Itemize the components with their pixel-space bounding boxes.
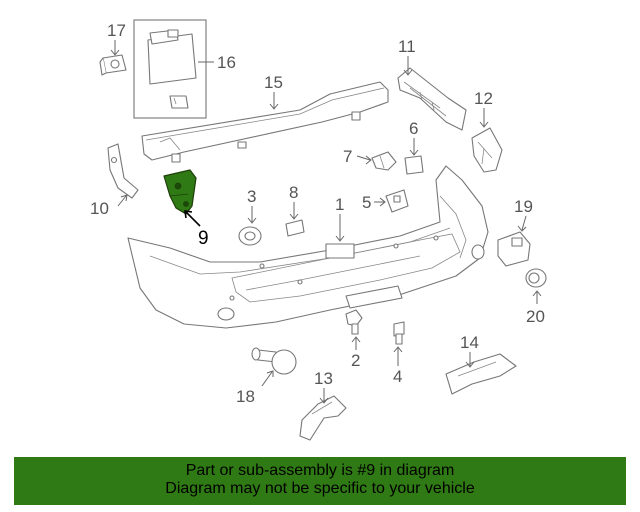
callout-20: 20 (526, 307, 545, 326)
parts-diagram: 17 16 15 11 12 6 7 5 3 8 1 10 9 19 20 2 … (90, 19, 547, 441)
callout-10: 10 (90, 199, 109, 218)
part-20-ring (525, 268, 547, 288)
part-10-bracket (107, 143, 139, 199)
callout-1: 1 (335, 195, 344, 214)
callout-18: 18 (236, 387, 255, 406)
callout-15: 15 (264, 73, 283, 92)
inset-box (133, 19, 207, 119)
info-banner: Part or sub-assembly is #9 in diagram Di… (14, 457, 626, 505)
leader-lines (110, 40, 542, 404)
callout-19: 19 (514, 197, 533, 216)
banner-line-1: Part or sub-assembly is #9 in diagram (185, 462, 455, 479)
callout-9: 9 (198, 228, 209, 249)
callout-5: 5 (362, 193, 371, 212)
part-19-sensor (497, 231, 531, 267)
part-8-clip (285, 219, 305, 237)
part-18-damper (251, 347, 297, 375)
callout-2: 2 (351, 351, 360, 370)
part-4-bolt (393, 321, 405, 345)
part-13-bracket (299, 395, 347, 441)
part-11-bracket (397, 67, 467, 131)
part-3-grommet (238, 226, 262, 246)
callout-13: 13 (314, 369, 333, 388)
part-7-clip (371, 151, 397, 171)
part-9-bracket-highlighted (163, 169, 197, 215)
callout-7: 7 (343, 147, 352, 166)
part-12-bracket (471, 127, 503, 173)
callout-12: 12 (474, 89, 493, 108)
part-6-pad (404, 155, 424, 175)
callout-4: 4 (393, 367, 402, 386)
callout-11: 11 (398, 37, 416, 56)
part-2-bolt (345, 309, 363, 335)
banner-line-2: Diagram may not be specific to your vehi… (165, 480, 475, 497)
callout-8: 8 (289, 183, 298, 202)
callout-14: 14 (460, 333, 479, 352)
callout-16: 16 (217, 53, 236, 72)
part-5-retainer (385, 189, 409, 213)
part-14-bracket (445, 353, 517, 395)
callout-3: 3 (247, 187, 256, 206)
part-15-absorber (141, 81, 389, 163)
part-1-bumper-cover (127, 165, 489, 329)
part-17-clip (99, 54, 127, 76)
callout-6: 6 (409, 119, 418, 138)
callout-17: 17 (107, 21, 126, 40)
